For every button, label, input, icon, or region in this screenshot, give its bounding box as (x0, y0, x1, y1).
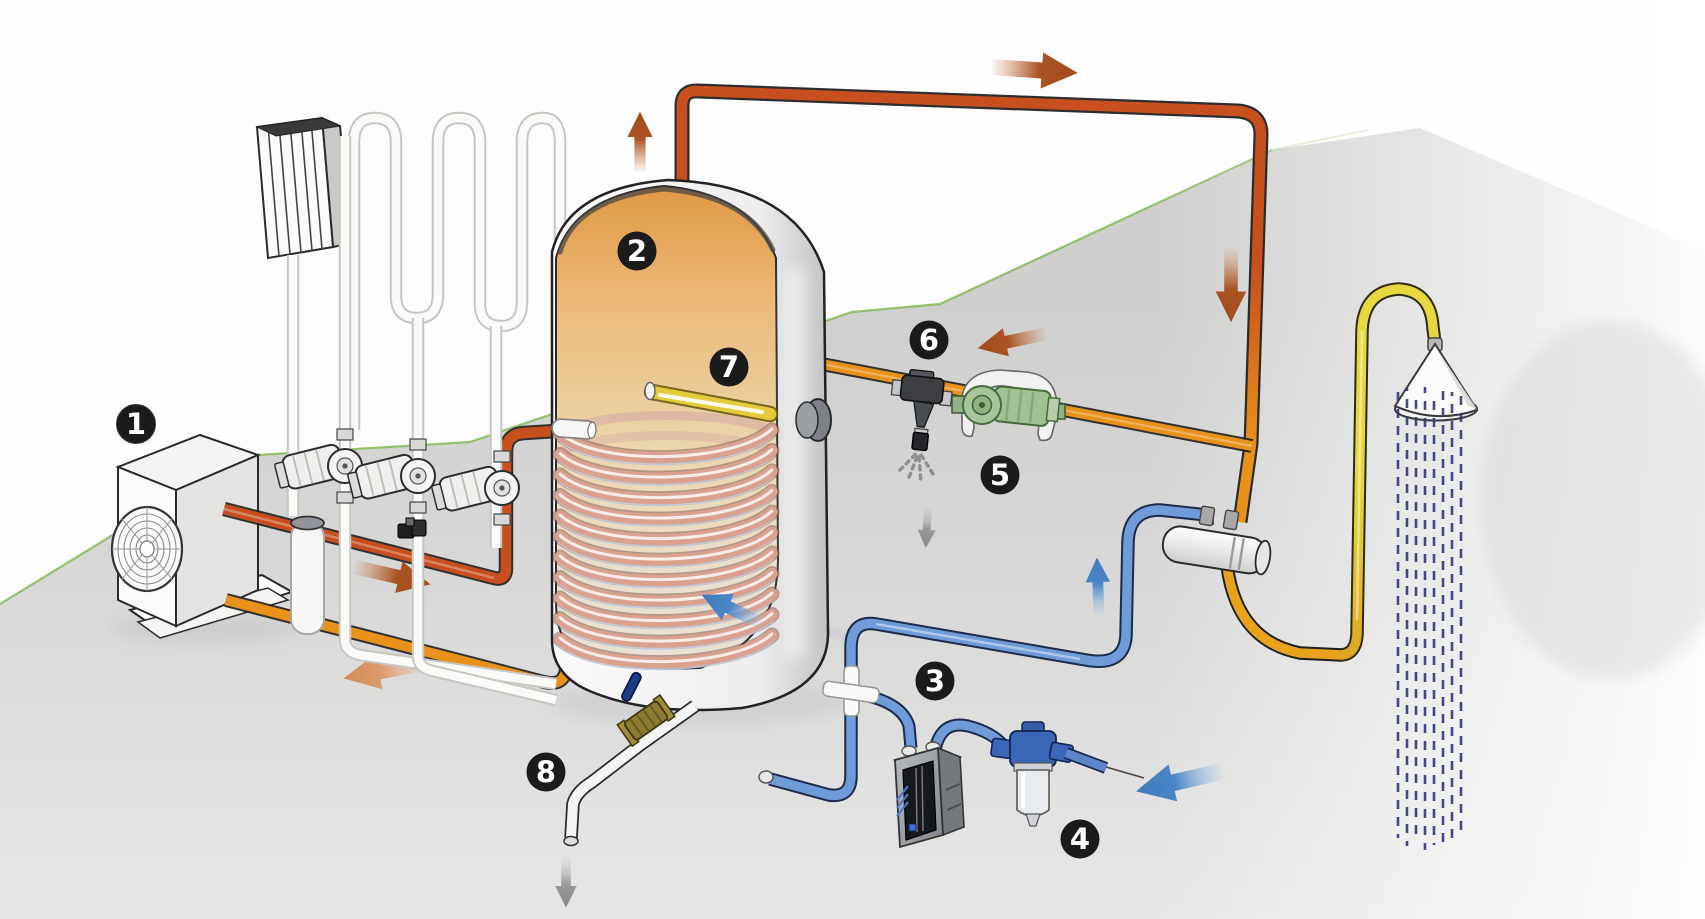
pressure-relief-valve (890, 369, 953, 481)
side-flange (795, 398, 832, 442)
badge-number: 8 (536, 755, 556, 789)
cross-fitting (822, 665, 880, 717)
badge-number: 5 (990, 458, 1010, 492)
mixing-valve (1161, 505, 1272, 576)
badge-5: 5 (980, 455, 1020, 495)
inhibitor-led (908, 823, 917, 832)
hot-water-top-pipe (674, 83, 1269, 524)
heat-exchanger-coil (552, 411, 780, 670)
badge-3: 3 (915, 661, 955, 701)
radiator (255, 116, 353, 260)
cutaway-rim (557, 186, 776, 255)
shower-head (1393, 337, 1479, 422)
cold-mains-inlet (1063, 747, 1145, 779)
badge-number: 4 (1070, 822, 1090, 856)
badge-1: 1 (116, 404, 156, 444)
drain-outlet (563, 835, 579, 847)
cold-feed-to-cylinder (758, 702, 858, 803)
badge-6: 6 (909, 320, 949, 360)
badge-number: 1 (126, 407, 146, 441)
drain-valve (616, 671, 676, 748)
buffer-cylinder (290, 515, 325, 635)
badge-7: 7 (709, 347, 749, 387)
relief-spray (895, 452, 935, 481)
coil-inlet-fitting (551, 418, 597, 440)
badge-8: 8 (526, 752, 566, 792)
secondary-circulation-pump (951, 369, 1066, 442)
badge-4: 4 (1060, 819, 1100, 859)
badge-number: 6 (919, 323, 939, 357)
heat-pump-flow-pipe (222, 423, 557, 586)
scale-inhibitor (892, 741, 965, 849)
immersion-heater-element (643, 381, 779, 423)
underfloor-heating-loop (347, 111, 567, 430)
shower-water-droplets (1396, 387, 1463, 850)
mixed-water-pipe (1219, 282, 1442, 662)
zone-valve (397, 517, 427, 539)
badge-number: 3 (925, 664, 945, 698)
inhibitor-logo-stripes (896, 785, 909, 817)
badge-2: 2 (617, 231, 657, 271)
drain-assembly (555, 671, 699, 908)
heat-pump-fan (110, 505, 184, 593)
inhibitor-display-panel (902, 760, 937, 841)
badge-number: 7 (719, 350, 739, 384)
hot-water-cylinder (550, 178, 832, 712)
drain-valve-handle (621, 671, 642, 702)
badge-number: 2 (627, 234, 647, 268)
wall-shadow (1480, 320, 1705, 680)
shell-highlight (784, 268, 806, 658)
